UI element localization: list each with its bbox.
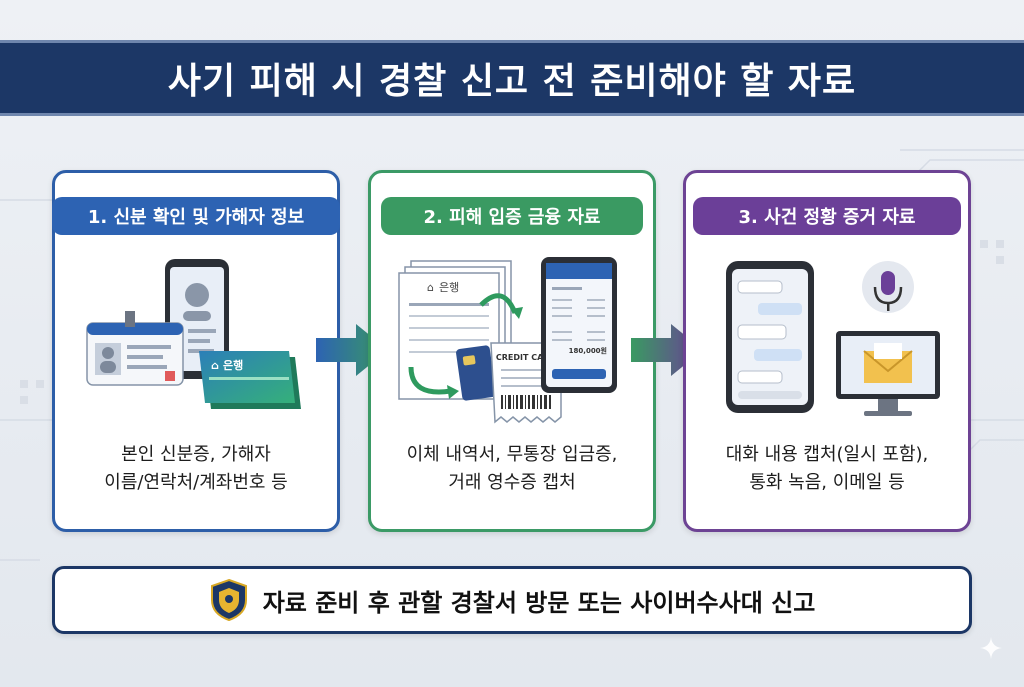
desc-line: 본인 신분증, 가해자	[121, 444, 271, 465]
desc-line: 거래 영수증 캡처	[448, 472, 576, 493]
card-heading: 1. 신분 확인 및 가해자 정보	[52, 197, 340, 235]
card-heading: 2. 피해 입증 금융 자료	[381, 197, 643, 235]
card-description: 본인 신분증, 가해자 이름/연락처/계좌번호 등	[55, 441, 337, 497]
svg-text:⌂: ⌂	[427, 281, 434, 294]
desc-line: 이름/연락처/계좌번호 등	[104, 472, 288, 493]
card-financial-evidence: 2. 피해 입증 금융 자료 ⌂ 은행 CREDIT CARD	[368, 170, 656, 532]
id-card-icon	[86, 311, 184, 386]
page-title: 사기 피해 시 경찰 신고 전 준비해야 할 자료	[167, 61, 857, 102]
card-description: 이체 내역서, 무통장 입금증, 거래 영수증 캡처	[371, 441, 653, 497]
card-incident-evidence: 3. 사건 정황 증거 자료 대화 내용 캡처(	[683, 170, 971, 532]
banking-phone-icon: 180,000원	[541, 257, 617, 393]
police-badge-icon	[210, 578, 247, 622]
receipt-title: CREDIT CARD	[496, 353, 557, 362]
chat-phone-icon	[726, 261, 814, 413]
transfer-amount: 180,000원	[569, 346, 607, 355]
desc-line: 이체 내역서, 무통장 입금증,	[406, 444, 618, 465]
card-1-illustration: ⌂ 은행	[86, 259, 301, 409]
sparkle-icon	[980, 637, 1002, 659]
credit-card-icon	[456, 345, 496, 401]
card-identity-info: 1. 신분 확인 및 가해자 정보	[52, 170, 340, 532]
desc-line: 대화 내용 캡처(일시 포함),	[725, 444, 929, 465]
card-description: 대화 내용 캡처(일시 포함), 통화 녹음, 이메일 등	[686, 441, 968, 497]
footer-text: 자료 준비 후 관할 경찰서 방문 또는 사이버수사대 신고	[262, 588, 816, 617]
document-bank-label: 은행	[439, 281, 459, 294]
card-2-illustration: ⌂ 은행 CREDIT CARD	[398, 257, 617, 424]
monitor-email-icon	[836, 331, 940, 416]
desc-line: 통화 녹음, 이메일 등	[749, 472, 905, 493]
microphone-icon	[862, 261, 914, 313]
bankbook-icon: ⌂ 은행	[199, 351, 301, 409]
title-bar: 사기 피해 시 경찰 신고 전 준비해야 할 자료	[0, 40, 1024, 116]
svg-text:⌂: ⌂	[211, 359, 219, 372]
bankbook-label: 은행	[223, 358, 243, 372]
card-heading: 3. 사건 정황 증거 자료	[693, 197, 961, 235]
footer-banner: 자료 준비 후 관할 경찰서 방문 또는 사이버수사대 신고	[52, 566, 972, 634]
card-3-illustration	[726, 261, 940, 416]
